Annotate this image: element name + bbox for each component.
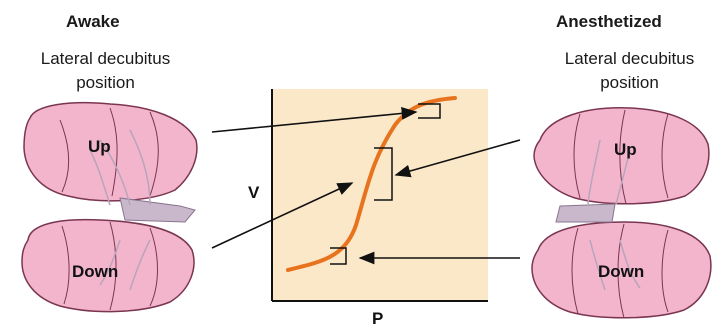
x-axis-label: P	[372, 309, 383, 329]
anesth-bronchi	[556, 204, 615, 222]
awake-subtitle-line2: position	[8, 71, 203, 95]
anesthetized-down-label: Down	[598, 262, 644, 282]
anesthetized-up-label: Up	[614, 140, 637, 160]
awake-title: Awake	[66, 12, 120, 32]
awake-bronchi	[120, 198, 195, 222]
awake-down-label: Down	[72, 262, 118, 282]
anesthetized-subtitle-line2: position	[532, 71, 727, 95]
anesthetized-subtitle: Lateral decubitus position	[532, 47, 727, 95]
anesthetized-subtitle-line1: Lateral decubitus	[532, 47, 727, 71]
y-axis-label: V	[248, 183, 259, 203]
awake-up-label: Up	[88, 137, 111, 157]
awake-subtitle-line1: Lateral decubitus	[8, 47, 203, 71]
graph-background	[272, 89, 488, 301]
anesthetized-title: Anesthetized	[556, 12, 662, 32]
awake-subtitle: Lateral decubitus position	[8, 47, 203, 95]
